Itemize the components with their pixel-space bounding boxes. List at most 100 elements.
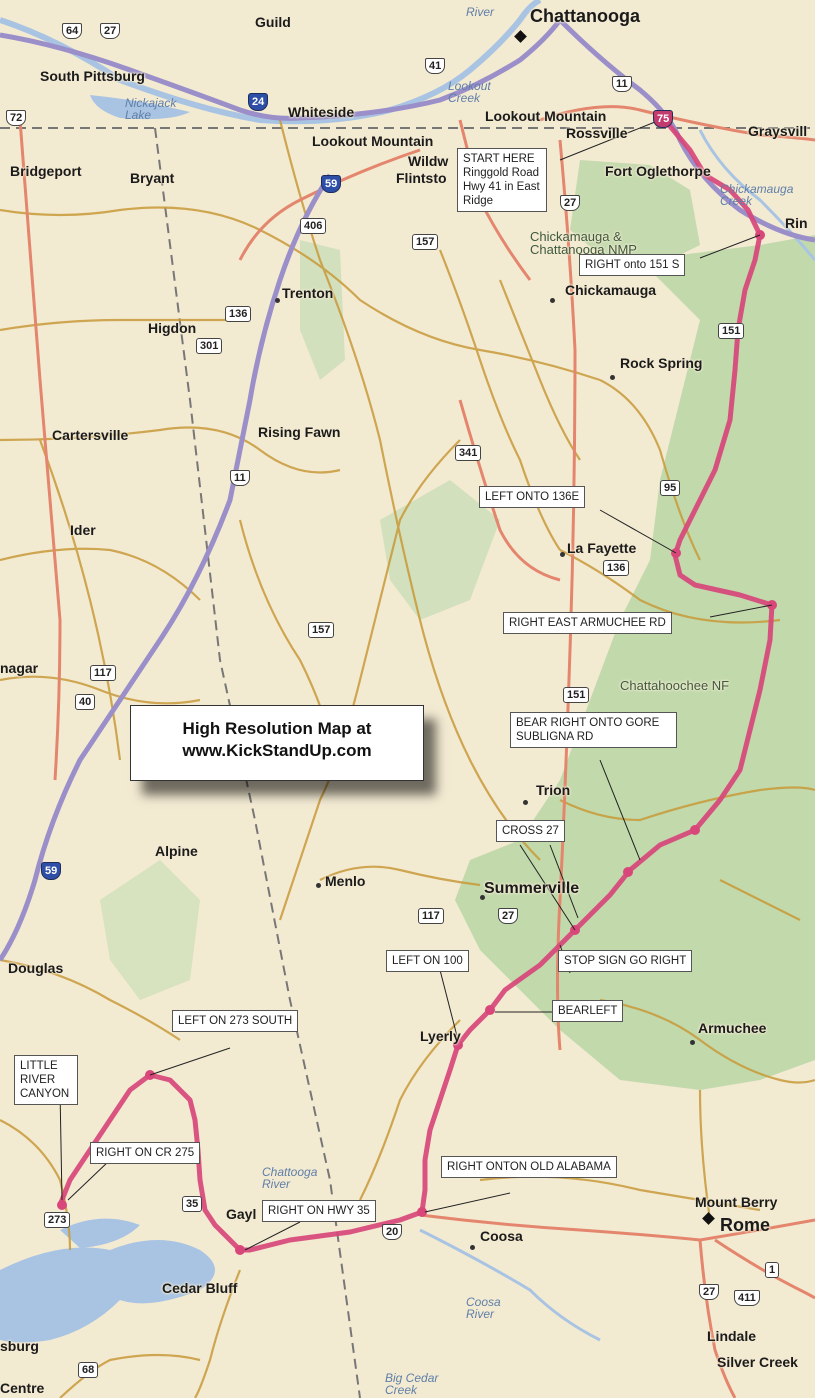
city-dot-summerville — [480, 895, 485, 900]
shield-us-27-mid: 27 — [560, 195, 581, 211]
city-label-silver-creek: Silver Creek — [717, 1354, 798, 1370]
promo-line-2[interactable]: www.KickStandUp.com — [182, 741, 372, 760]
callout-right-on-cr-275: RIGHT ON CR 275 — [90, 1142, 201, 1164]
shield-i-24: 24 — [248, 93, 269, 111]
shield-sr-273: 273 — [44, 1212, 71, 1228]
callout-right-east-armuchee-rd: RIGHT EAST ARMUCHEE RD — [503, 612, 672, 634]
promo-box: High Resolution Map at www.KickStandUp.c… — [130, 705, 424, 781]
city-dot-rock-spring — [610, 375, 615, 380]
city-label-alpine: Alpine — [155, 843, 198, 859]
callout-cross-27: CROSS 27 — [496, 820, 565, 842]
shield-i-59-south: 59 — [41, 862, 62, 880]
city-label-mount-berry: Mount Berry — [695, 1194, 778, 1210]
chickamauga-park-area — [570, 160, 700, 265]
water-label-river: River — [466, 5, 495, 19]
city-label-centre: Centre — [0, 1380, 45, 1396]
shield-us-41: 41 — [425, 58, 446, 74]
park-label-chickamauga-nmp: Chickamauga & Chattanooga NMP — [530, 229, 637, 257]
city-label-nagar: nagar — [0, 660, 39, 676]
callout-start-here: START HERE Ringgold Road Hwy 41 in East … — [457, 148, 547, 212]
shield-us-27-rome: 27 — [699, 1284, 720, 1300]
shield-sr-68: 68 — [78, 1362, 99, 1378]
shield-us-27-summerville: 27 — [498, 908, 519, 924]
lookout-ridge-area — [300, 240, 345, 380]
city-label-whiteside: Whiteside — [288, 104, 355, 120]
city-label-gaylesville: Gayl — [226, 1206, 257, 1222]
city-label-lyerly: Lyerly — [420, 1028, 461, 1044]
shield-sr-1: 1 — [765, 1262, 780, 1278]
callout-right-onto-151-s: RIGHT onto 151 S — [579, 254, 686, 276]
city-label-chattanooga: Chattanooga — [530, 6, 640, 26]
pigeon-mountain-area — [380, 480, 500, 620]
shield-us-11-north: 11 — [612, 76, 632, 92]
weiss-lake-arm — [60, 1218, 140, 1248]
coosa-river-line — [419, 1228, 601, 1342]
city-label-south-pittsburg: South Pittsburg — [40, 68, 145, 84]
shield-us-72: 72 — [6, 110, 27, 126]
water-label-big-cedar-creek: Big Cedar Creek — [385, 1371, 439, 1397]
callout-left-on-100: LEFT ON 100 — [386, 950, 469, 972]
city-label-armuchee: Armuchee — [698, 1020, 767, 1036]
city-label-wildwood: Wildw — [408, 153, 449, 169]
city-label-flintstone: Flintsto — [396, 170, 447, 186]
city-label-rock-spring: Rock Spring — [620, 355, 703, 371]
park-label-chattahoochee-nf: Chattahoochee NF — [620, 678, 730, 693]
shield-sr-117-west: 117 — [90, 665, 116, 681]
city-label-ider: Ider — [70, 522, 96, 538]
city-dot-la-fayette — [560, 552, 565, 557]
callout-bear-right-gore-subligna: BEAR RIGHT ONTO GORE SUBLIGNA RD — [510, 712, 677, 748]
chickamauga-creek — [698, 129, 815, 261]
city-label-rossville: Rossville — [566, 125, 628, 141]
city-label-rome: Rome — [720, 1215, 771, 1235]
shield-us-411: 411 — [734, 1290, 760, 1306]
city-dot-menlo — [316, 883, 321, 888]
callout-leaders — [59, 119, 773, 1251]
shield-us-20: 20 — [382, 1224, 403, 1240]
tennessee-river — [0, 0, 542, 125]
callout-little-river-canyon: LITTLE RIVER CANYON — [14, 1055, 78, 1105]
city-label-cedar-bluff: Cedar Bluff — [162, 1280, 238, 1296]
city-label-chickamauga: Chickamauga — [565, 282, 657, 298]
shield-sr-151-north: 151 — [718, 323, 745, 339]
water-label-chickamauga-creek: Chickamauga Creek — [720, 182, 794, 208]
water-label-coosa-river: Coosa River — [466, 1295, 501, 1321]
callout-right-onton-old-alabama: RIGHT ONTON OLD ALABAMA — [441, 1156, 617, 1178]
city-dot-chickamauga — [550, 298, 555, 303]
callout-right-on-hwy-35: RIGHT ON HWY 35 — [262, 1200, 376, 1222]
shield-sr-301: 301 — [196, 338, 223, 354]
shield-us-64: 64 — [62, 23, 83, 39]
shield-sr-40: 40 — [75, 694, 96, 710]
city-label-summerville: Summerville — [484, 880, 580, 897]
city-label-lookout-mountain-ga: Lookout Mountain — [312, 133, 434, 149]
city-label-rising-fawn: Rising Fawn — [258, 424, 341, 440]
city-label-ringgold: Rin — [785, 215, 808, 231]
shield-sr-95: 95 — [660, 480, 681, 496]
shield-sr-157-north: 157 — [412, 234, 439, 250]
chattahoochee-forest-area — [455, 235, 815, 1090]
city-dot-coosa — [470, 1245, 475, 1250]
shield-sr-136-east: 136 — [603, 560, 630, 576]
city-label-bryant: Bryant — [130, 170, 175, 186]
shield-sr-406: 406 — [300, 218, 327, 234]
city-label-lindale: Lindale — [707, 1328, 757, 1344]
weiss-lake — [0, 1240, 215, 1343]
shield-us-11-south: 11 — [230, 470, 250, 486]
water-label-lookout-creek: Lookout Creek — [448, 79, 491, 105]
shield-us-27-north: 27 — [100, 23, 121, 39]
city-dot-trion — [523, 800, 528, 805]
callout-stop-sign-go-right: STOP SIGN GO RIGHT — [558, 950, 693, 972]
shield-i-59-north: 59 — [321, 175, 342, 193]
shield-sr-117-east: 117 — [418, 908, 444, 924]
city-label-fort-oglethorpe: Fort Oglethorpe — [605, 163, 711, 179]
city-label-graysville: Graysvill — [748, 123, 808, 139]
water-label-nickajack-lake: Nickajack Lake — [125, 96, 177, 122]
city-label-sburg: sburg — [0, 1338, 39, 1354]
city-label-la-fayette: La Fayette — [567, 540, 637, 556]
city-dot-trenton — [275, 298, 280, 303]
city-label-trenton: Trenton — [282, 285, 334, 301]
city-label-higdon: Higdon — [148, 320, 197, 336]
city-label-cartersville: Cartersville — [52, 427, 129, 443]
lookout-south-area — [100, 860, 200, 1000]
